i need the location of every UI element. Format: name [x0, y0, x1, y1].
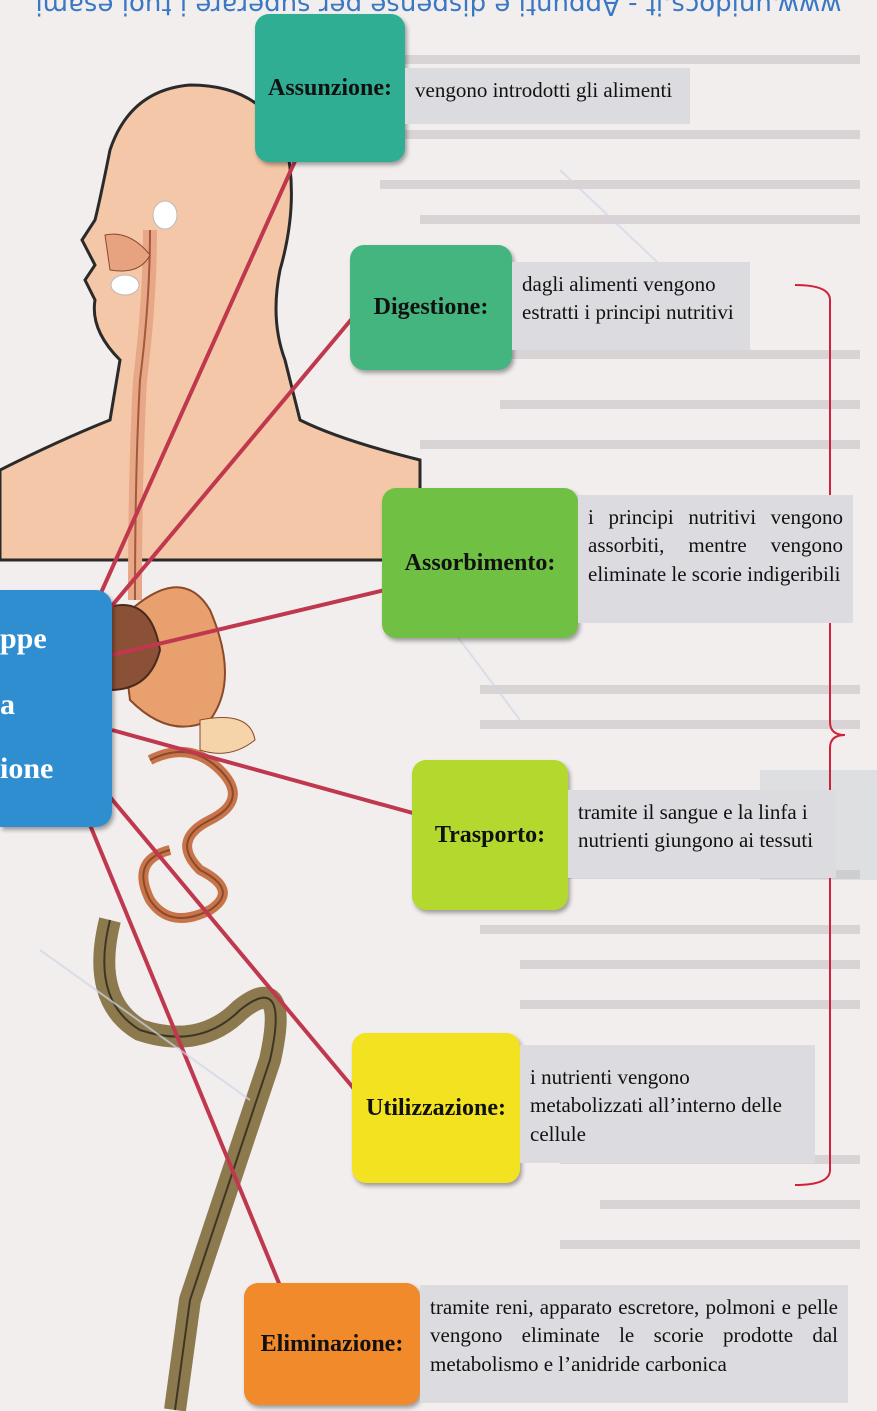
center-label-line-2: a [0, 688, 15, 722]
stage-assorbimento-description: i principi nutritivi vengono assorbiti, … [578, 495, 853, 623]
stage-digestione: Digestione: [350, 245, 512, 370]
stage-eliminazione-description: tramite reni, apparato escretore, polmon… [420, 1285, 848, 1403]
stage-utilizzazione-description: i nutrienti vengono metabolizzati all’in… [520, 1045, 815, 1163]
stage-assunzione-description: vengono introdotti gli alimenti [405, 68, 690, 124]
stage-assorbimento-label: Assorbimento: [405, 550, 556, 577]
center-label-line-3: ione [0, 752, 53, 786]
center-label-box: ppe a ione [0, 590, 112, 827]
stage-utilizzazione-label: Utilizzazione: [366, 1095, 506, 1122]
stage-assorbimento: Assorbimento: [382, 488, 578, 638]
stage-assunzione-label: Assunzione: [268, 75, 392, 102]
stage-eliminazione: Eliminazione: [244, 1283, 420, 1405]
stage-eliminazione-label: Eliminazione: [261, 1331, 404, 1358]
stage-digestione-label: Digestione: [374, 294, 489, 321]
stage-trasporto-label: Trasporto: [435, 822, 545, 849]
center-label-line-1: ppe [0, 622, 47, 656]
stage-trasporto: Trasporto: [412, 760, 568, 910]
stage-assunzione: Assunzione: [255, 14, 405, 162]
stage-digestione-description: dagli alimenti vengono estratti i princi… [512, 262, 750, 350]
stage-utilizzazione: Utilizzazione: [352, 1033, 520, 1183]
stage-trasporto-description: tramite il sangue e la linfa i nutrienti… [568, 790, 836, 878]
